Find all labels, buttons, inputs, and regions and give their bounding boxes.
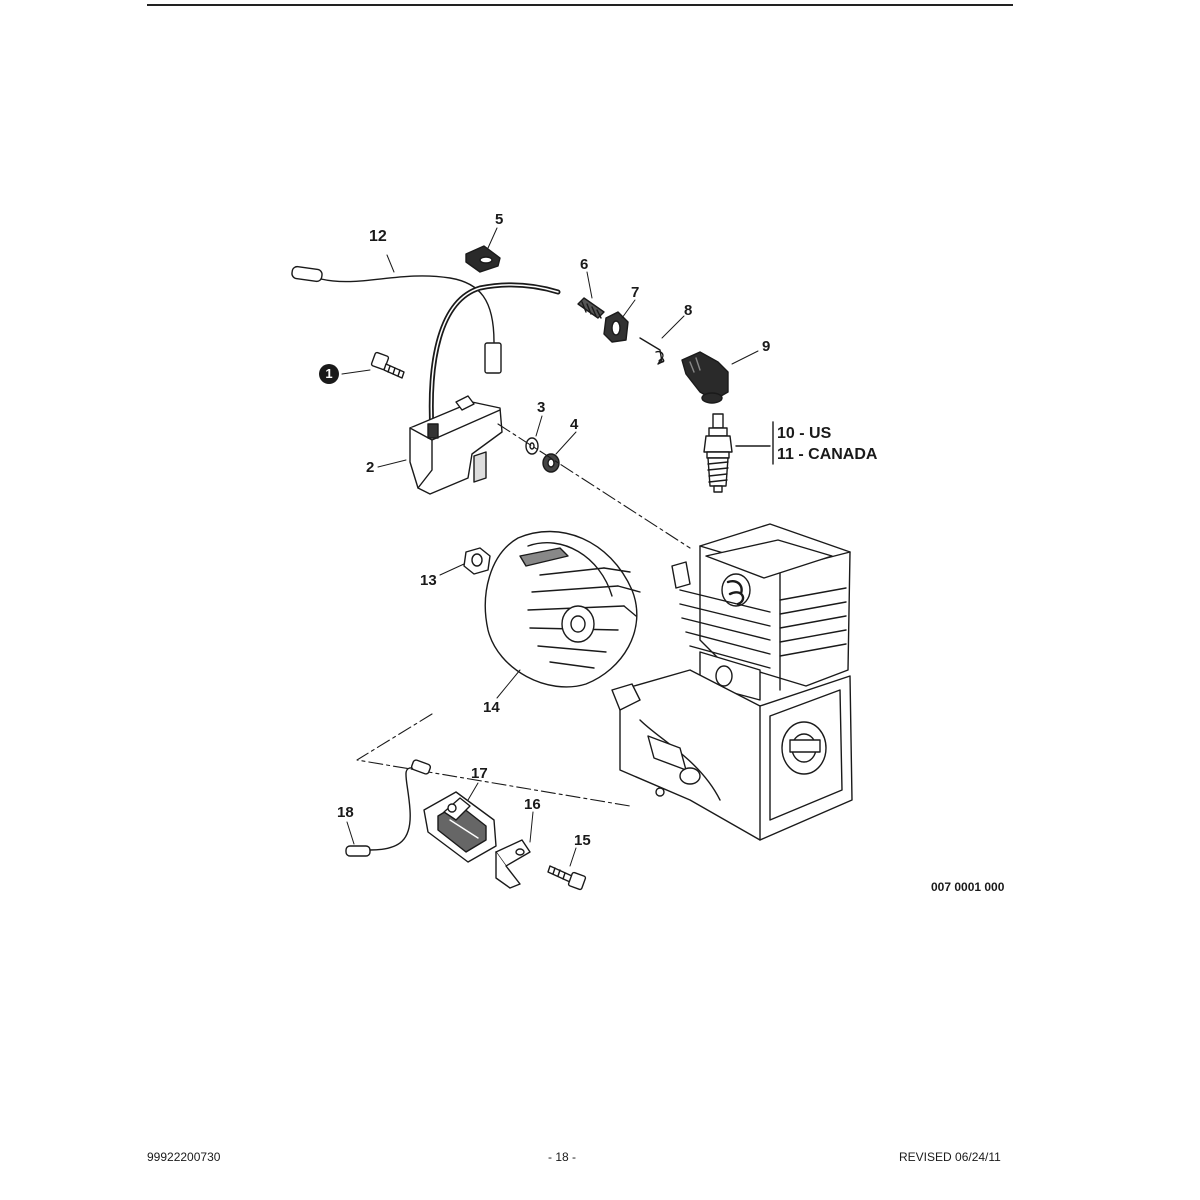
footer-page-number: - 18 -: [548, 1150, 577, 1164]
callout-6: 6: [580, 256, 589, 273]
callout-12: 12: [369, 228, 387, 245]
header-rule: [147, 4, 1013, 6]
screw-15: [547, 865, 587, 891]
nut-13: [463, 547, 491, 575]
callout-18: 18: [337, 804, 354, 821]
callout-13: 13: [420, 572, 437, 589]
clip-5: [465, 245, 501, 273]
washer-3: [525, 437, 539, 455]
ground-wire-12: [291, 265, 502, 374]
cap-7: [603, 311, 629, 343]
spark-plug-10-11: [703, 413, 733, 493]
callout-5: 5: [495, 211, 504, 228]
assembly-lines: [356, 423, 691, 807]
bracket-16: [495, 839, 531, 889]
callout-8: 8: [684, 302, 693, 319]
washer-4: [542, 453, 560, 473]
footer-revision: REVISED 06/24/11: [899, 1150, 1001, 1164]
flywheel-14: [484, 530, 641, 688]
switch-17: [423, 791, 497, 863]
callout-15: 15: [574, 832, 591, 849]
screw-1: [370, 351, 405, 379]
callout-11-canada: 11 - CANADA: [777, 446, 878, 463]
plug-boot-9: [681, 351, 729, 404]
callout-9: 9: [762, 338, 771, 355]
callout-7: 7: [631, 284, 640, 301]
leader-lines: [341, 227, 759, 867]
callout-14: 14: [483, 699, 500, 716]
callout-1-badge: 1: [319, 364, 339, 384]
terminal-8: [639, 337, 665, 365]
callout-10-us: 10 - US: [777, 425, 832, 442]
drawing-number: 007 0001 000: [931, 880, 1005, 894]
callout-2: 2: [366, 459, 375, 476]
callout-3: 3: [537, 399, 546, 416]
engine-block: [611, 523, 853, 841]
callout-17: 17: [471, 765, 488, 782]
high-tension-lead: [428, 282, 561, 435]
callout-16: 16: [524, 796, 541, 813]
spring-6: [577, 297, 605, 319]
ignition-coil-2: [409, 395, 503, 495]
stop-wire-18: [345, 759, 432, 857]
callout-4: 4: [570, 416, 579, 433]
footer-part-number: 99922200730: [147, 1150, 221, 1164]
